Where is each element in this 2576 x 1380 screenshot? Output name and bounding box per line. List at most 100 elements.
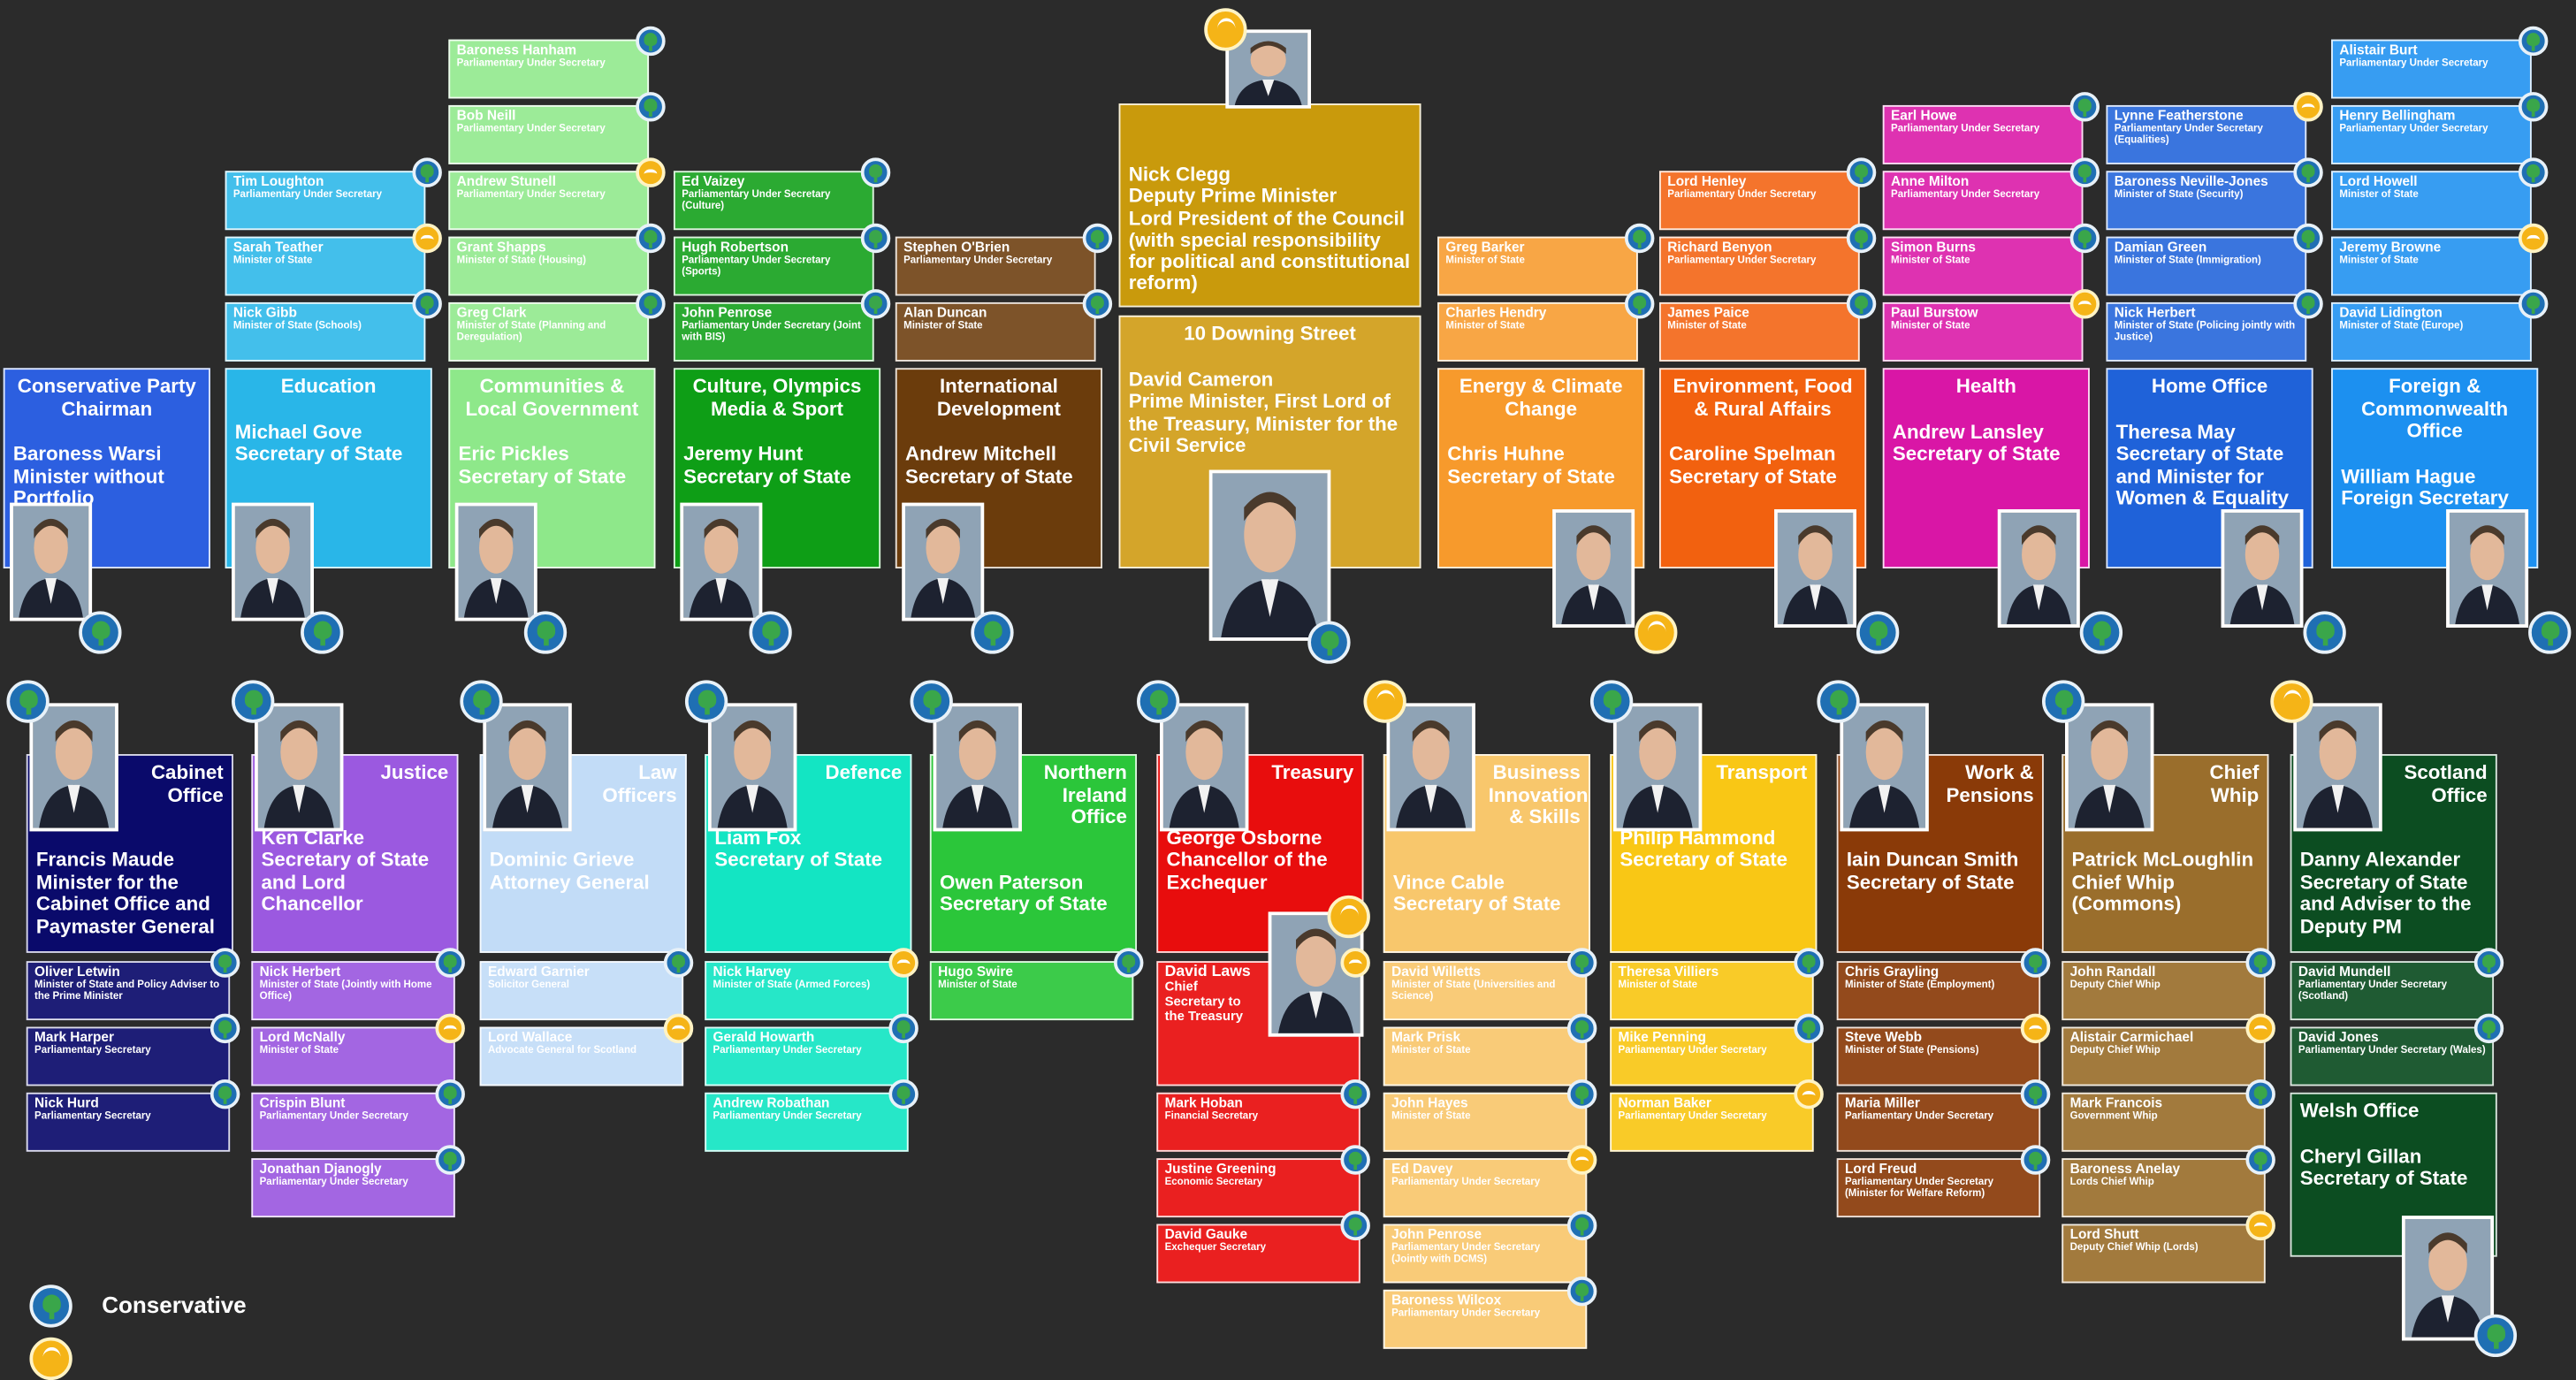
portrait-cameron (1208, 469, 1331, 641)
conservative-badge-icon (232, 680, 275, 723)
minister-role: Minister of State (1667, 320, 1747, 332)
minister-role: Parliamentary Under Secretary (Wales) (2298, 1044, 2486, 1056)
conservative-badge-icon (435, 1145, 465, 1175)
minister-role: Parliamentary Under Secretary (1844, 1110, 1994, 1123)
minister-name: Henry Bellingham (2339, 106, 2456, 124)
department-title: Scotland Office (2404, 760, 2488, 806)
minister-name: Nick Herbert (259, 963, 341, 980)
conservative-badge-icon (636, 289, 666, 319)
portrait-defence (707, 703, 797, 832)
secretary-of-state: Ken Clarke Secretary of State and Lord C… (261, 825, 430, 916)
minister-name: Theresa Villiers (1618, 963, 1719, 980)
conservative-badge-icon (860, 157, 891, 187)
conservative-badge-icon (1846, 223, 1877, 254)
minister-role: Minister of State (Housing) (456, 255, 586, 267)
minister-name: Simon Burns (1891, 238, 1976, 255)
libdem-badge-icon (1794, 1079, 1824, 1109)
minister-name: Lord Wallace (487, 1028, 573, 1045)
minister-name: Nick Gibb (232, 303, 297, 321)
legend-libdem-icon (29, 1337, 72, 1380)
conservative-badge-icon (1307, 621, 1351, 664)
conservative-badge-icon (210, 1079, 240, 1109)
secretary-of-state: Andrew Lansley Secretary of State (1892, 419, 2061, 465)
minister-name: David Willetts (1391, 963, 1482, 980)
portrait-environment (1774, 509, 1856, 628)
minister-name: John Hayes (1391, 1094, 1468, 1111)
minister-name: Gerald Howarth (713, 1028, 815, 1045)
